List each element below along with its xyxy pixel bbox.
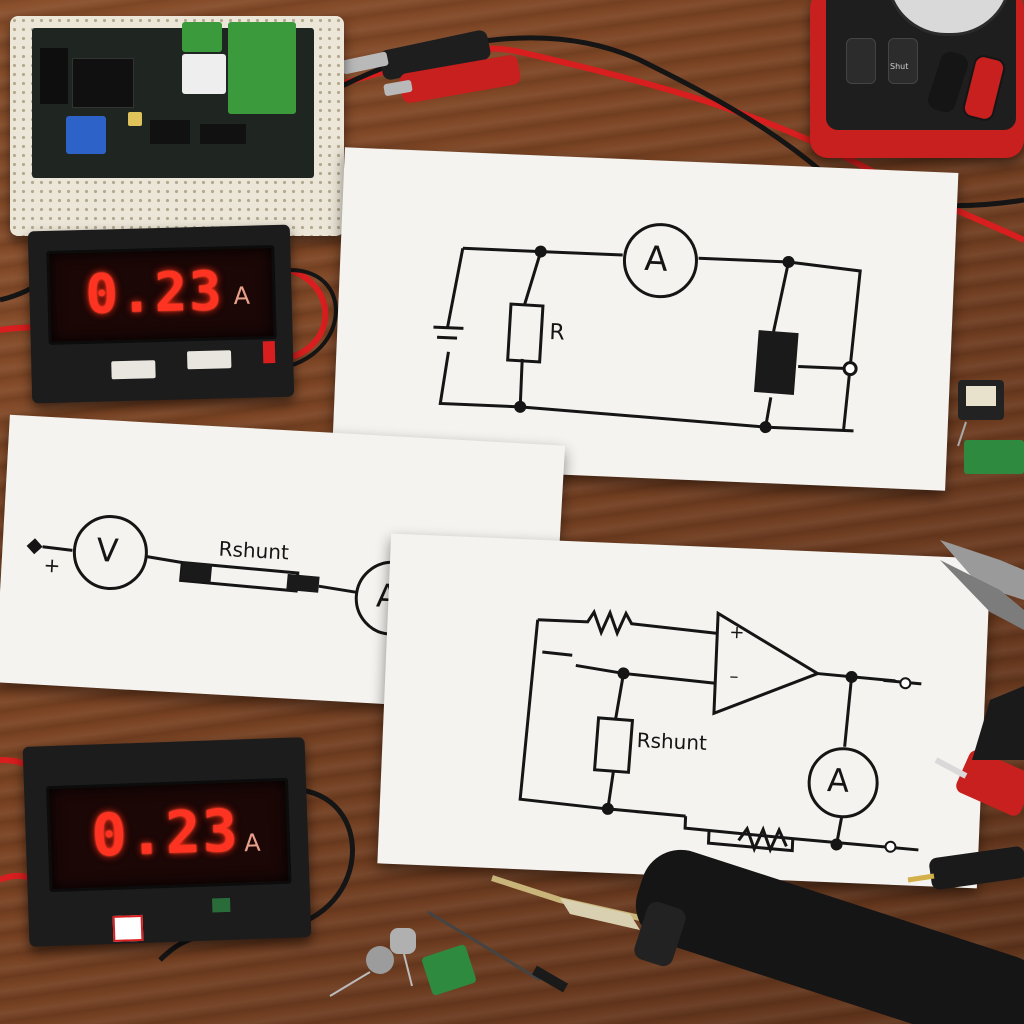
circuit-board	[32, 22, 314, 178]
meter-button[interactable]	[186, 350, 232, 370]
schematic-card-opamp: + – Rshunt A	[377, 533, 991, 889]
multimeter: Shut	[810, 0, 1024, 158]
opamp-plus-input: +	[728, 621, 745, 644]
opamp-minus-input: –	[729, 665, 739, 688]
ammeter-symbol: A	[826, 761, 850, 800]
panel-ammeter-bottom: 0.23 A	[22, 737, 312, 947]
ammeter-unit: A	[243, 828, 261, 858]
warning-sticker	[112, 914, 144, 942]
meter-button[interactable]	[111, 360, 156, 380]
ammeter-unit: A	[233, 281, 251, 311]
shunt-resistor-label: Rshunt	[636, 728, 708, 755]
ammeter-reading: 0.23	[84, 259, 225, 326]
panel-ammeter-top: 0.23 A	[27, 224, 295, 404]
multimeter-key[interactable]	[846, 38, 876, 84]
schematic-parallel-circuit	[433, 223, 862, 434]
multimeter-key-label: Shut	[890, 62, 909, 71]
plus-sign: +	[42, 552, 61, 578]
resistor-label: R	[548, 320, 566, 346]
ammeter-reading: 0.23	[90, 796, 241, 870]
breadboard	[10, 16, 344, 236]
ammeter-symbol: A	[643, 238, 669, 280]
multimeter-key-shut[interactable]	[888, 38, 918, 84]
schematic-card-parallel: A R	[331, 147, 959, 491]
multimeter-dial[interactable]	[886, 0, 1012, 36]
schematic-opamp-current-sense	[518, 608, 922, 854]
shunt-resistor-label: Rshunt	[218, 536, 290, 565]
voltmeter-symbol: V	[95, 530, 120, 570]
